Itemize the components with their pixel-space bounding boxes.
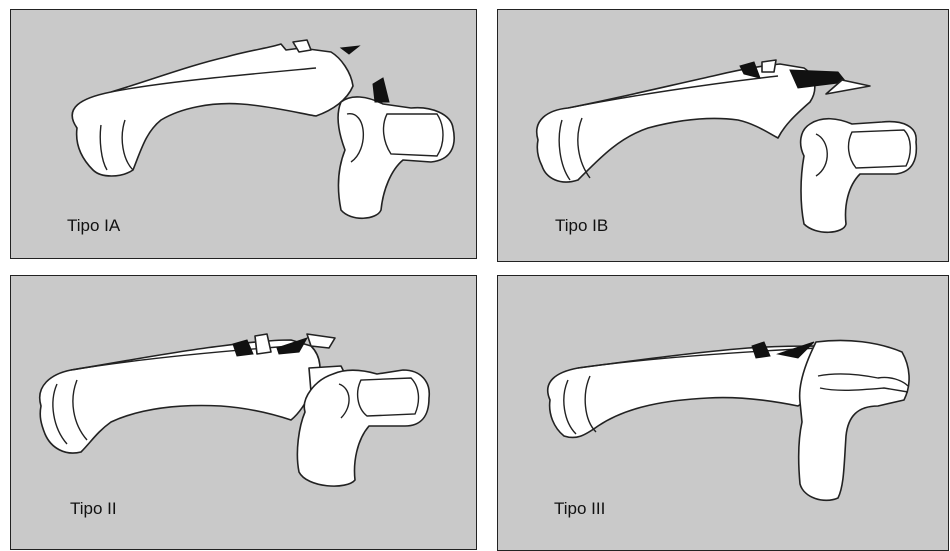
calcaneus-bone: [72, 44, 353, 176]
talus-bone: [799, 340, 909, 500]
panel-tipo-ia: Tipo IA: [10, 9, 477, 259]
panel-label: Tipo III: [554, 499, 605, 519]
calcaneus-bone: [537, 64, 815, 182]
panel-label: Tipo IB: [555, 216, 608, 236]
calcaneus-bone: [40, 340, 320, 453]
panel-tipo-ii: Tipo II: [10, 275, 477, 550]
panel-label: Tipo IA: [67, 216, 120, 236]
panel-tipo-ib: Tipo IB: [497, 9, 949, 262]
panel-label: Tipo II: [70, 499, 117, 519]
panel-tipo-iii: Tipo III: [497, 275, 949, 551]
fracture-fragment: [752, 342, 770, 358]
talus-bone: [297, 370, 429, 486]
fracture-fragment: [341, 46, 359, 54]
